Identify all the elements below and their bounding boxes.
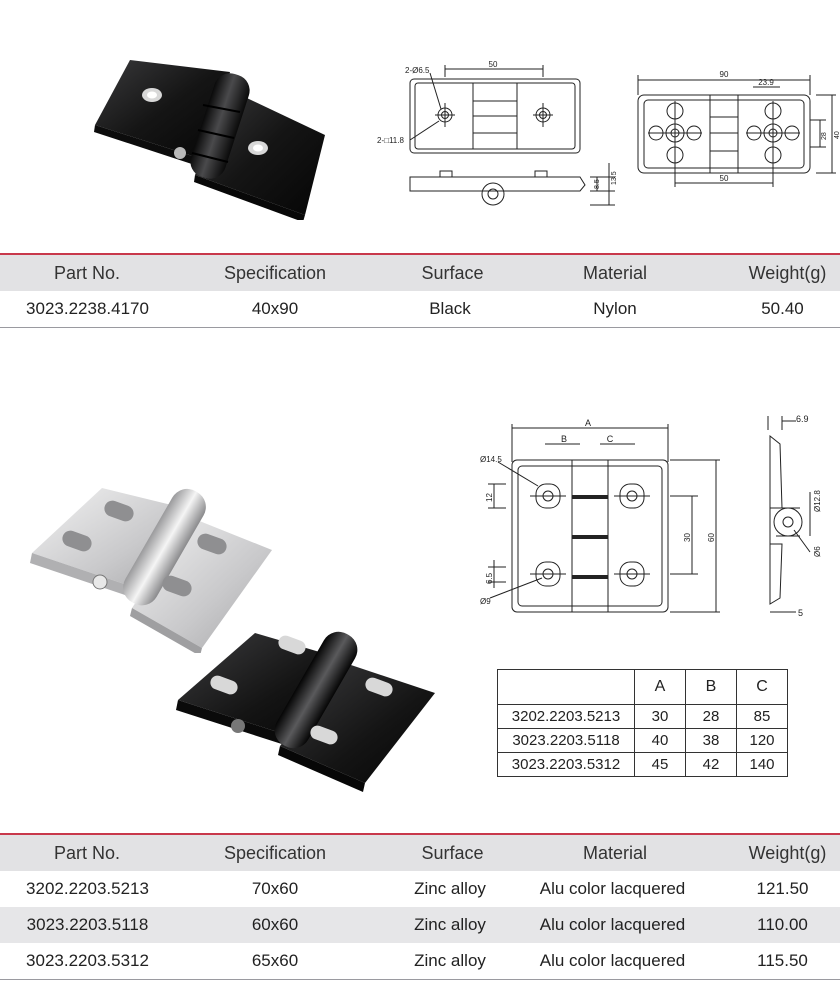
table-header-row: Part No. Specification Surface Material …	[0, 833, 840, 871]
cell-material: Alu color lacquered	[539, 879, 686, 898]
cell-material: Alu color lacquered	[539, 915, 686, 934]
dim-a: 40	[634, 728, 686, 753]
cell-specification: 60x60	[251, 915, 299, 934]
nylon-hinge-photo	[94, 60, 325, 220]
dim-part-no: 3023.2203.5312	[497, 752, 635, 777]
svg-text:8.5: 8.5	[594, 179, 601, 189]
header-specification: Specification	[223, 263, 327, 283]
cell-weight: 121.50	[756, 879, 809, 898]
cell-specification: 70x60	[251, 879, 299, 898]
table-row: 3023.2203.5312 65x60 Zinc alloy Alu colo…	[0, 943, 840, 979]
svg-text:12: 12	[485, 493, 494, 502]
svg-text:C: C	[607, 434, 614, 444]
nylon-hinge-drawing-front: 90 23.9 28 40 50	[637, 70, 840, 187]
header-part-no: Part No.	[53, 263, 121, 283]
dim-a: 30	[634, 704, 686, 729]
cell-part-no: 3023.2203.5312	[26, 951, 149, 970]
svg-text:2-Ø6.5: 2-Ø6.5	[405, 66, 430, 75]
header-surface: Surface	[421, 843, 484, 863]
cell-material: Nylon	[593, 299, 637, 318]
svg-text:Ø9: Ø9	[480, 597, 491, 606]
svg-text:Ø12.8: Ø12.8	[813, 490, 822, 512]
table-row: 3023.2203.5118 40 38 120	[497, 728, 788, 753]
svg-text:A: A	[585, 418, 591, 428]
header-part-no: Part No.	[53, 843, 121, 863]
svg-text:28: 28	[821, 132, 828, 140]
table-row: 3023.2238.4170 40x90 Black Nylon 50.40	[0, 291, 840, 327]
cell-weight: 110.00	[757, 915, 808, 934]
nylon-hinge-drawing-top: 50 2-Ø6.5 2-□11.8 8.5 13.5	[377, 60, 618, 206]
dim-c: 85	[736, 704, 788, 729]
table-row: 3202.2203.5213 30 28 85	[497, 704, 788, 729]
dim-b: 42	[685, 752, 737, 777]
svg-text:Ø14.5: Ø14.5	[480, 455, 502, 464]
zinc-hinge-drawing-front: A B C Ø14.5 12 30 60 6.5 Ø9	[480, 418, 720, 613]
dim-header-blank	[497, 669, 635, 705]
header-surface: Surface	[421, 263, 484, 283]
svg-text:50: 50	[489, 60, 498, 69]
dim-part-no: 3023.2203.5118	[497, 728, 635, 753]
svg-text:50: 50	[720, 174, 729, 183]
cell-part-no: 3023.2238.4170	[26, 299, 149, 318]
svg-text:6.5: 6.5	[485, 572, 494, 584]
header-material: Material	[582, 843, 648, 863]
cell-surface: Black	[429, 299, 471, 318]
header-weight: Weight(g)	[748, 263, 827, 283]
cell-weight: 50.40	[761, 299, 804, 318]
dim-b: 38	[685, 728, 737, 753]
header-specification: Specification	[223, 843, 327, 863]
table-header-row: A B C	[497, 669, 788, 705]
cell-part-no: 3202.2203.5213	[26, 879, 149, 898]
zinc-hinge-drawing-side: 6.9 Ø12.8 Ø6 5	[767, 414, 822, 618]
svg-text:2-□11.8: 2-□11.8	[377, 136, 404, 145]
header-weight: Weight(g)	[748, 843, 827, 863]
dim-a: 45	[634, 752, 686, 777]
dimension-table: A B C 3202.2203.5213 30 28 85 3023.2203.…	[497, 669, 788, 777]
black-zinc-hinge-photo	[176, 631, 435, 792]
dim-c: 140	[736, 752, 788, 777]
table-row: 3202.2203.5213 70x60 Zinc alloy Alu colo…	[0, 871, 840, 907]
dim-header-c: C	[736, 669, 788, 705]
dim-header-a: A	[634, 669, 686, 705]
table-header-row: Part No. Specification Surface Material …	[0, 253, 840, 291]
cell-surface: Zinc alloy	[414, 879, 486, 898]
svg-text:90: 90	[720, 70, 729, 79]
svg-text:13.5: 13.5	[611, 171, 618, 185]
dim-part-no: 3202.2203.5213	[497, 704, 635, 729]
cell-surface: Zinc alloy	[414, 915, 486, 934]
spec-table-zinc: Part No. Specification Surface Material …	[0, 833, 840, 980]
cell-specification: 65x60	[251, 951, 299, 970]
dim-header-b: B	[685, 669, 737, 705]
svg-text:6.9: 6.9	[796, 414, 809, 424]
zinc-hinge-photo	[30, 488, 272, 653]
header-material: Material	[582, 263, 648, 283]
table-row: 3023.2203.5312 45 42 140	[497, 752, 788, 777]
svg-text:B: B	[561, 434, 567, 444]
table-row: 3023.2203.5118 60x60 Zinc alloy Alu colo…	[0, 907, 840, 943]
cell-weight: 115.50	[757, 951, 808, 970]
dim-c: 120	[736, 728, 788, 753]
cell-material: Alu color lacquered	[539, 951, 686, 970]
svg-text:5: 5	[798, 608, 803, 618]
svg-text:Ø6: Ø6	[813, 546, 822, 557]
spec-table-nylon: Part No. Specification Surface Material …	[0, 253, 840, 328]
svg-text:40: 40	[834, 131, 840, 139]
svg-text:23.9: 23.9	[758, 78, 774, 87]
cell-surface: Zinc alloy	[414, 951, 486, 970]
cell-specification: 40x90	[251, 299, 299, 318]
dim-b: 28	[685, 704, 737, 729]
cell-part-no: 3023.2203.5118	[26, 915, 149, 934]
svg-text:30: 30	[683, 533, 692, 542]
svg-text:60: 60	[707, 533, 716, 542]
